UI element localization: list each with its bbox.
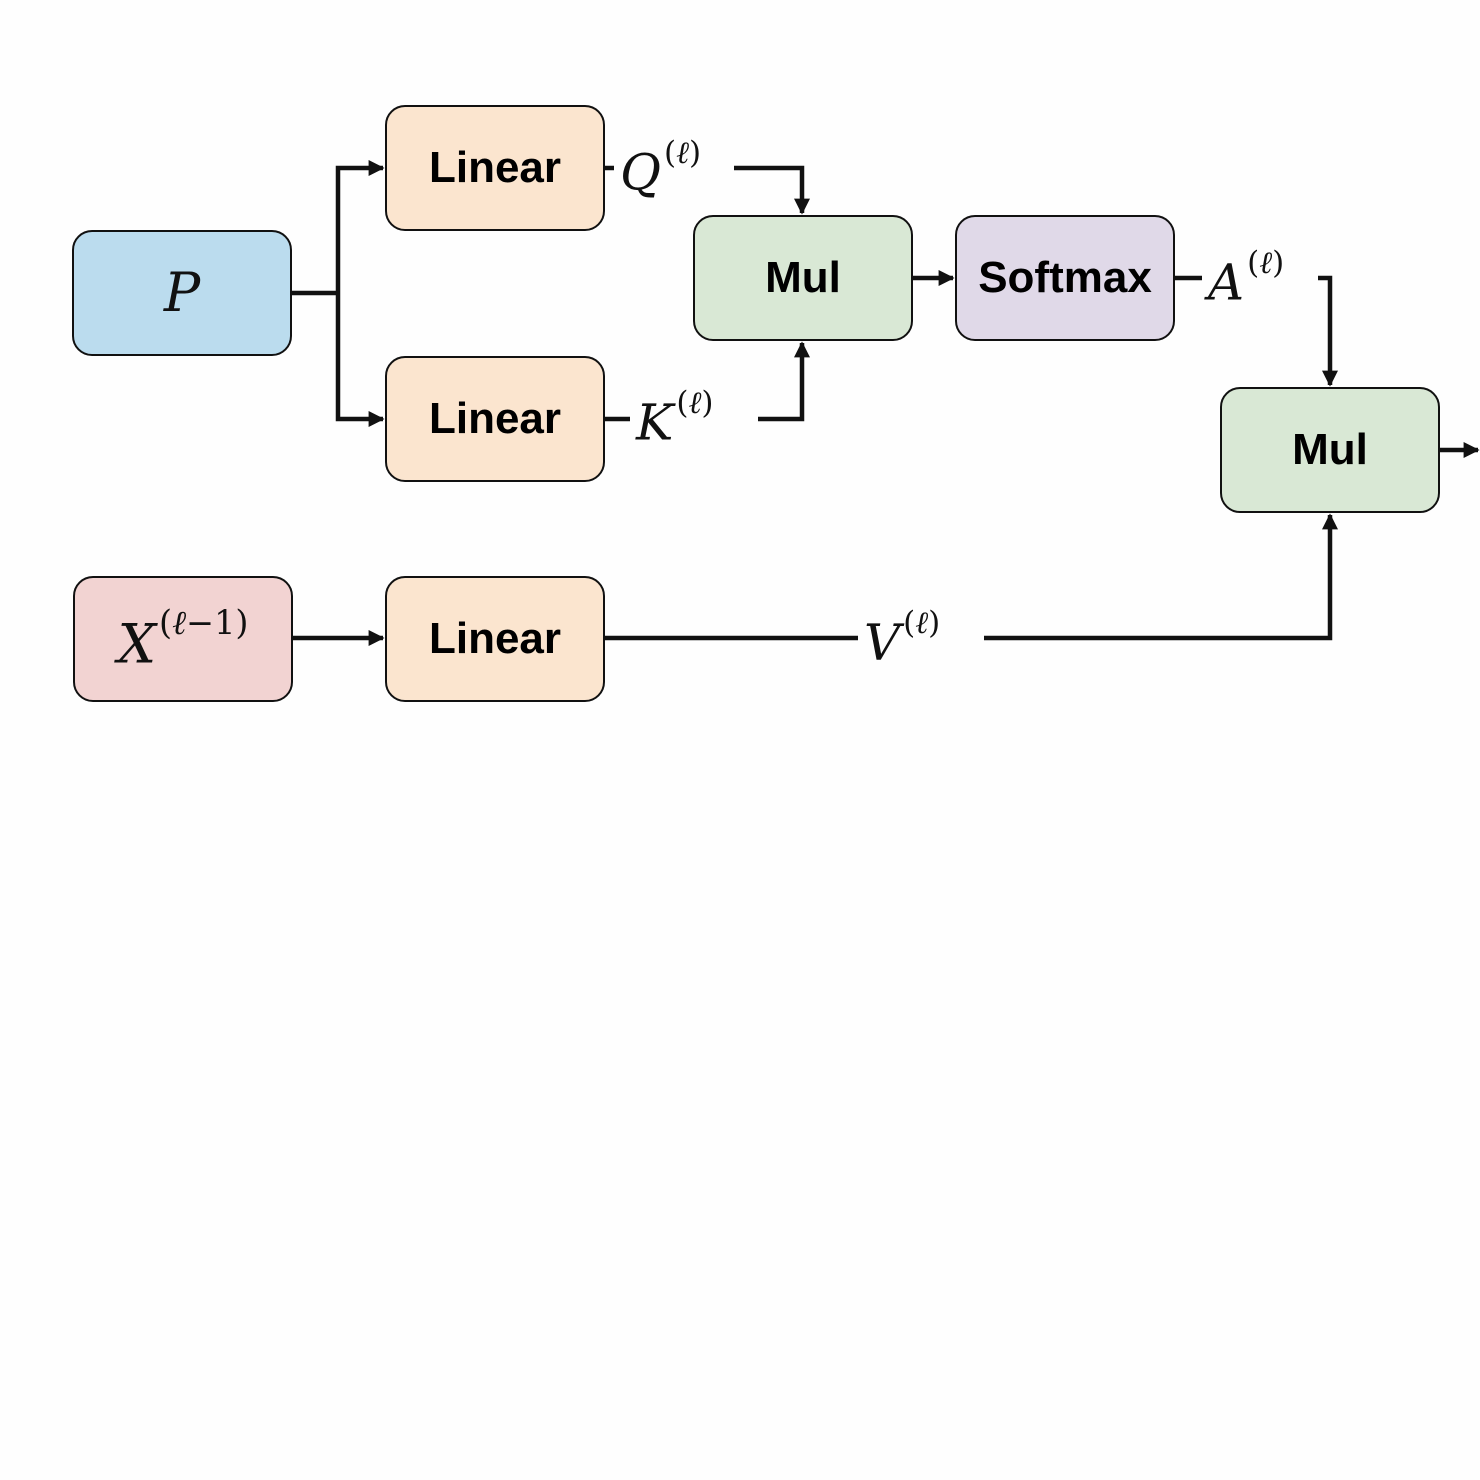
mul-qk-label: Mul: [765, 253, 841, 302]
wire-p-to-linear-k: [335, 293, 385, 427]
value-edge-label: V(ℓ): [858, 608, 947, 668]
input-p-node: P: [72, 230, 292, 356]
linear-key-node: Linear: [385, 356, 605, 482]
wire-a-to-mul: [1318, 275, 1338, 387]
wire-v-to-mul: [984, 513, 1338, 641]
wire-p-to-linear-q: [335, 160, 385, 293]
linear-query-node: Linear: [385, 105, 605, 231]
linear-key-label: Linear: [428, 394, 562, 443]
softmax-node: Softmax: [955, 215, 1175, 341]
key-edge-label: K(ℓ): [630, 388, 720, 448]
attention-edge-label: A(ℓ): [1202, 248, 1291, 308]
mul-qk-node: Mul: [693, 215, 913, 341]
wire-q-to-mul: [734, 165, 810, 215]
wire-k-to-mul: [758, 341, 810, 422]
input-x-node: X(ℓ−1): [73, 576, 293, 702]
mul-av-label: Mul: [1292, 425, 1368, 474]
softmax-label: Softmax: [978, 253, 1152, 302]
input-x-label: X(ℓ−1): [117, 603, 249, 676]
mul-av-node: Mul: [1220, 387, 1440, 513]
linear-value-label: Linear: [428, 614, 562, 663]
linear-query-label: Linear: [428, 143, 562, 192]
linear-value-node: Linear: [385, 576, 605, 702]
input-p-label: P: [163, 261, 201, 324]
query-edge-label: Q(ℓ): [614, 138, 708, 198]
